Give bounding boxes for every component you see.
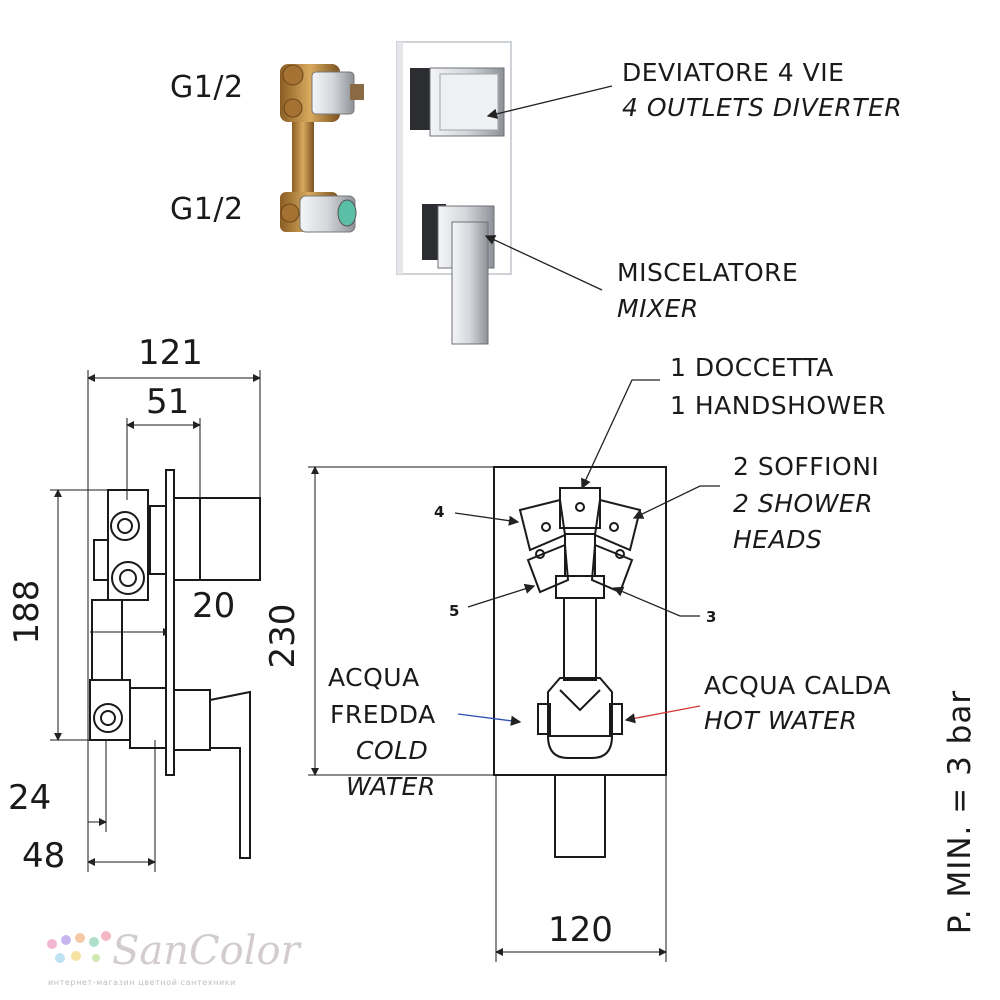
dimension-plate-width: 120 — [548, 910, 613, 950]
dimension-plate-height: 230 — [263, 603, 303, 669]
outlet-number-5: 5 — [449, 602, 460, 620]
handshower-label-it: 1 DOCCETTA — [670, 353, 834, 382]
front-view-drawing — [308, 466, 667, 962]
chrome-plate-photo — [396, 41, 512, 345]
outlet-number-3: 3 — [706, 608, 717, 626]
dimension-max-depth: 48 — [22, 836, 66, 876]
diverter-label-it: DEVIATORE 4 VIE — [622, 58, 845, 87]
cold-water-label-it-1: ACQUA — [328, 663, 420, 692]
dimension-total-depth: 121 — [138, 333, 203, 373]
leader-lines — [454, 85, 720, 726]
side-view-drawing — [50, 370, 261, 872]
watermark-logo-dots — [47, 931, 111, 963]
showerheads-label-en-1: 2 SHOWER — [733, 489, 874, 518]
showerheads-label-it: 2 SOFFIONI — [733, 452, 880, 481]
thread-label-top: G1/2 — [170, 70, 244, 105]
min-pressure-label: P. MIN. = 3 bar — [942, 689, 978, 935]
cold-water-label-it-2: FREDDA — [330, 700, 436, 729]
dimension-body-depth: 51 — [146, 382, 190, 422]
diverter-label-en: 4 OUTLETS DIVERTER — [622, 93, 903, 122]
watermark-brand: SanColor — [112, 928, 300, 974]
hot-water-label-en: HOT WATER — [704, 706, 858, 735]
mixer-label-it: MISCELATORE — [617, 258, 799, 287]
outlet-number-4: 4 — [434, 503, 445, 521]
handshower-label-en: 1 HANDSHOWER — [670, 391, 886, 420]
cold-water-label-en-2: WATER — [346, 772, 436, 801]
showerheads-label-en-2: HEADS — [733, 525, 823, 554]
dimension-offset: 20 — [192, 586, 236, 626]
watermark-tagline: интернет-магазин цветной сантехники — [48, 978, 236, 987]
mixer-label-en: MIXER — [617, 294, 699, 323]
dimension-min-depth: 24 — [8, 778, 52, 818]
thread-label-bottom: G1/2 — [170, 192, 244, 227]
hot-water-label-it: ACQUA CALDA — [704, 671, 892, 700]
dimension-height: 188 — [7, 579, 47, 645]
brass-valve-body-photo — [280, 64, 364, 233]
cold-water-label-en-1: COLD — [356, 736, 429, 765]
